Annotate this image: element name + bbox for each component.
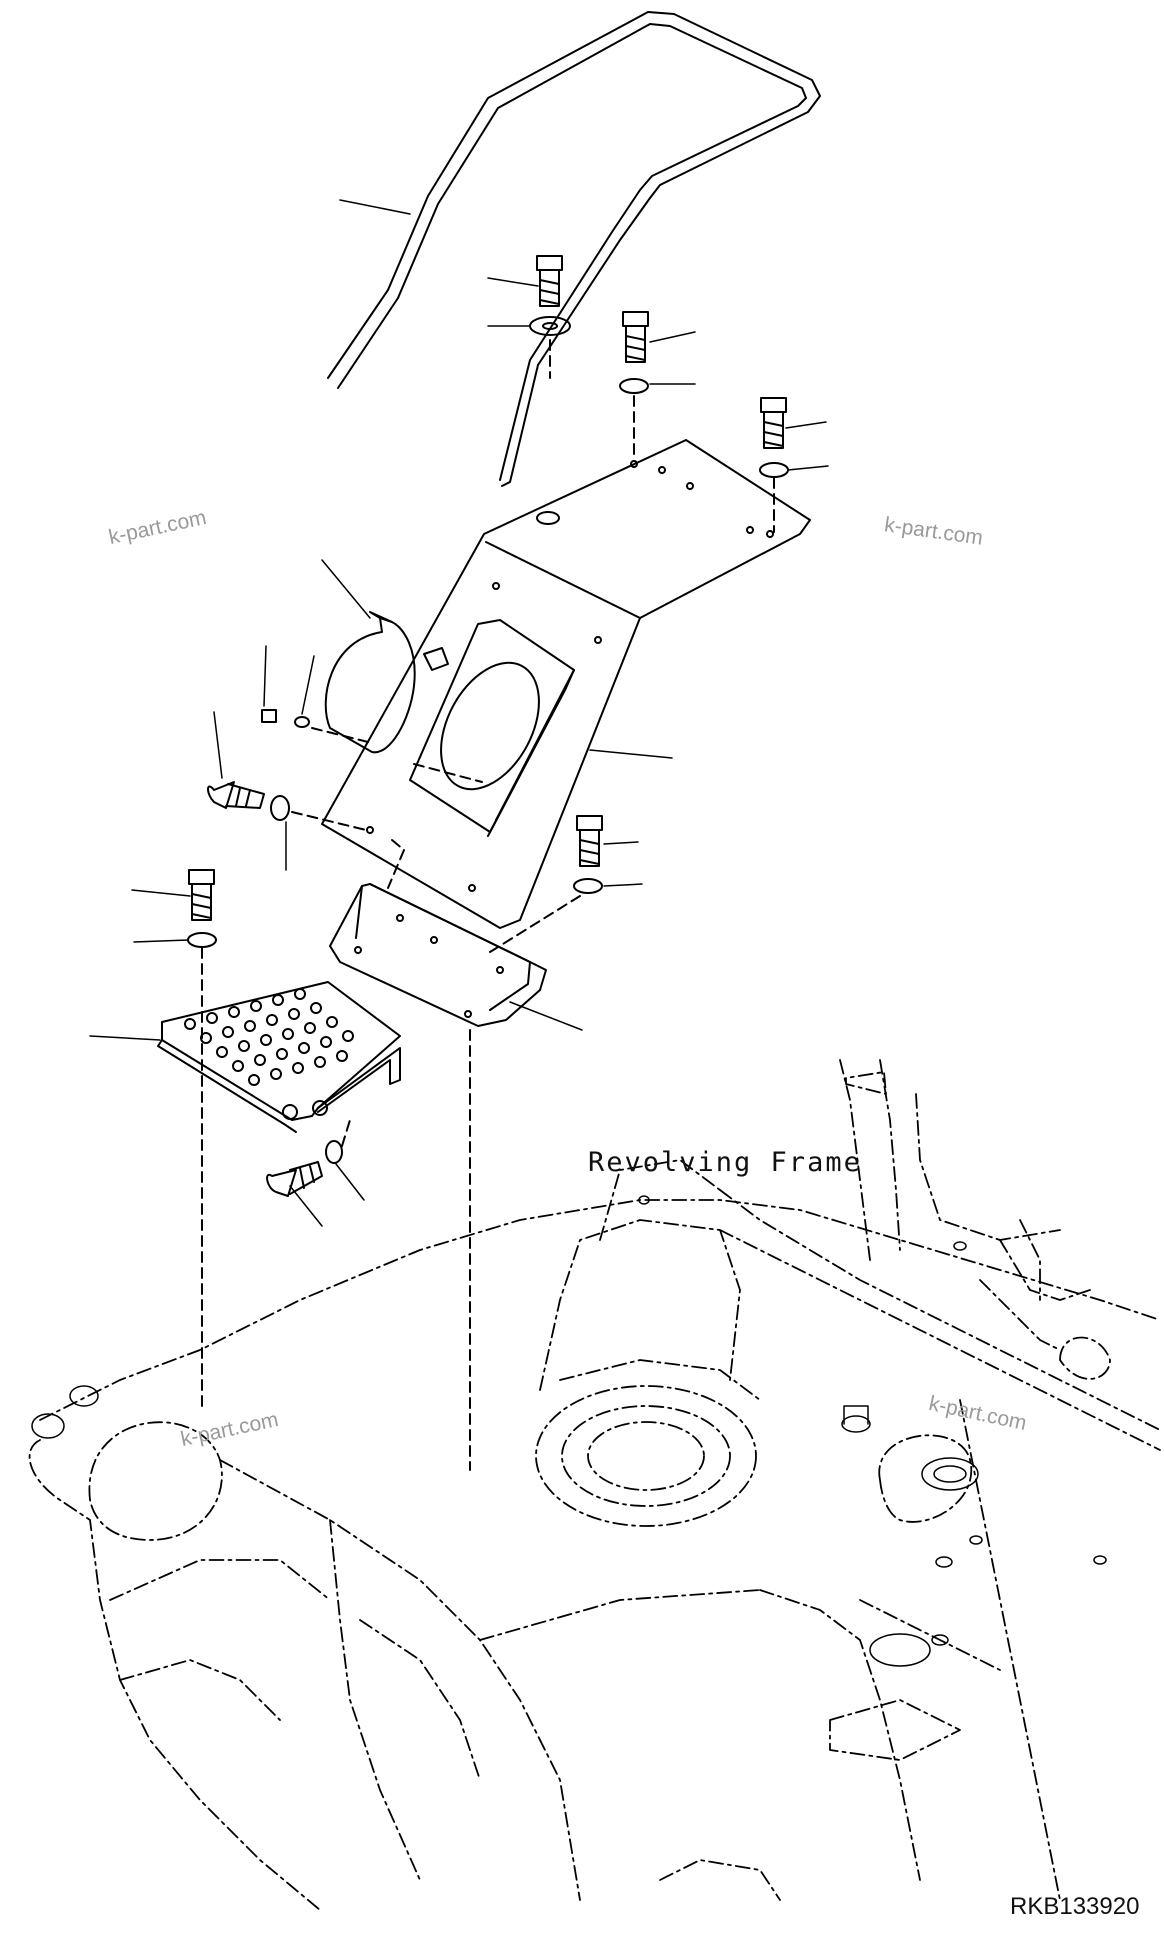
- perforated-step: [157, 981, 401, 1133]
- leader-lines: [89, 199, 829, 1227]
- bolt-top-2: [622, 311, 649, 363]
- step-holes: [184, 988, 354, 1086]
- bolt-top-1: [536, 255, 563, 307]
- cover-plate: [321, 439, 811, 929]
- revolving-frame: [28, 1059, 1161, 1911]
- washer-horizontal-1: [270, 795, 290, 821]
- bolt-horizontal-2: [266, 1161, 323, 1197]
- bolt-step: [188, 869, 215, 921]
- gasket-lid: [324, 611, 449, 754]
- washer-top-2: [619, 378, 649, 394]
- revolving-frame-label: Revolving Frame: [588, 1147, 862, 1178]
- drawing-code: RKB133920: [1010, 1893, 1140, 1920]
- bolt-top-3: [760, 397, 787, 449]
- small-washer: [294, 716, 310, 728]
- bolt-bracket: [576, 815, 603, 867]
- washer-horizontal-2: [325, 1140, 343, 1164]
- tube-rail: [327, 11, 821, 487]
- bolt-horizontal-1: [207, 781, 265, 809]
- frame-details: [31, 1195, 1107, 1667]
- bracket-plate: [329, 883, 547, 1027]
- washer-step: [187, 932, 217, 948]
- washer-bracket: [573, 878, 603, 894]
- small-bolt: [261, 709, 277, 723]
- washer-top-3: [759, 462, 789, 478]
